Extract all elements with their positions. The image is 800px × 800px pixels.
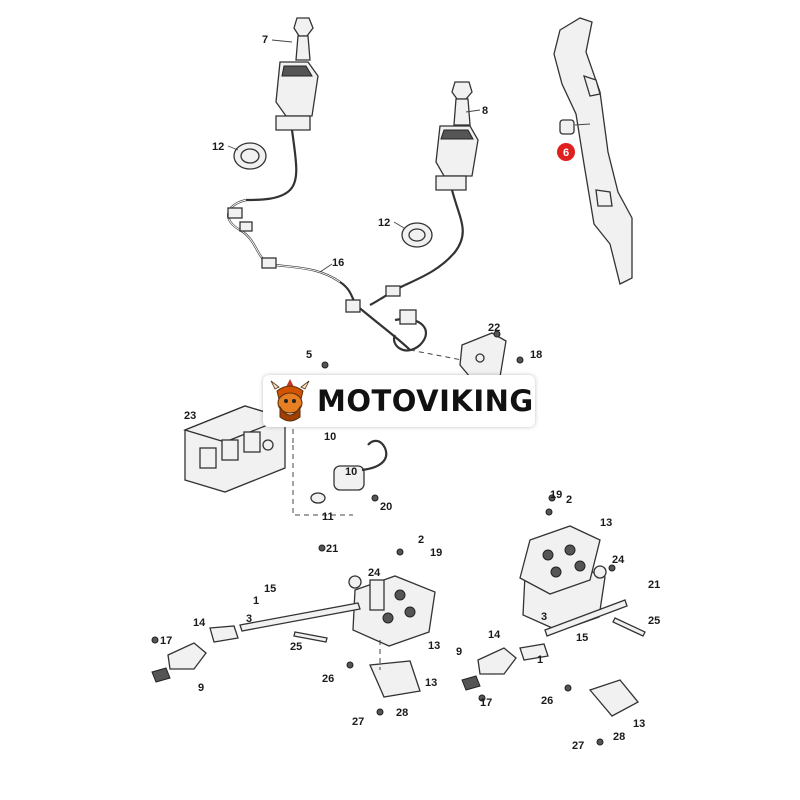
viking-mascot-icon [270,379,310,422]
callout-13: 13 [600,517,612,529]
joystick-right [404,81,479,286]
brand-watermark: MOTOVIKING [263,375,535,427]
callout-12: 12 [378,217,390,229]
callout-13: 13 [428,640,440,652]
callout-7: 7 [262,34,268,46]
callout-27: 27 [572,740,584,752]
solenoid [292,420,388,516]
callout-15: 15 [264,583,276,595]
callout-3: 3 [541,611,547,623]
wiring-harness [227,198,427,352]
callout-1: 1 [253,595,259,607]
pedal-assembly [553,17,633,285]
callout-23: 23 [184,410,196,422]
callout-13: 13 [425,677,437,689]
callout-27: 27 [352,716,364,728]
callout-13: 13 [633,718,645,730]
callout-17: 17 [480,697,492,709]
control-valve [183,405,287,493]
callout-14: 14 [193,617,206,629]
callout-21: 21 [648,579,660,591]
callout-24: 24 [612,554,625,566]
callout-26: 26 [322,673,334,685]
callout-24: 24 [368,567,381,579]
joystick-left [245,17,319,202]
leader-lines [227,39,591,273]
callout-25: 25 [648,615,660,627]
callout-9: 9 [456,646,462,658]
callout-28: 28 [396,707,408,719]
callout-9: 9 [198,682,204,694]
callout-16: 16 [332,257,344,269]
callout-22: 22 [488,322,500,334]
highlight-badge-label: 6 [563,147,569,159]
callout-10: 10 [324,431,336,443]
callout-3: 3 [246,613,252,625]
callout-14: 14 [488,629,501,641]
callout-26: 26 [541,695,553,707]
brand-name: MOTOVIKING [317,384,534,418]
callout-19: 19 [550,489,562,501]
left-pedal-assembly [151,575,436,698]
callout-17: 17 [160,635,172,647]
highlight-badge [557,143,575,161]
callout-2: 2 [566,494,572,506]
callout-12: 12 [212,141,224,153]
callout-25: 25 [290,641,302,653]
callout-28: 28 [613,731,625,743]
callout-1: 1 [537,654,543,666]
fasteners [151,330,616,746]
callout-11: 11 [322,511,334,523]
callout-5: 5 [306,349,312,361]
right-pedal-assembly [461,525,646,717]
bracket [409,332,507,378]
rubber-boot [233,142,433,248]
callout-18: 18 [530,349,542,361]
callout-10: 10 [345,466,357,478]
callout-2: 2 [418,534,424,546]
callout-labels: 7 8 12 12 16 22 18 5 23 10 10 11 20 19 2… [160,34,660,752]
callout-20: 20 [380,501,392,513]
callout-21: 21 [326,543,338,555]
callout-15: 15 [576,632,588,644]
callout-19: 19 [430,547,442,559]
callout-8: 8 [482,105,488,117]
